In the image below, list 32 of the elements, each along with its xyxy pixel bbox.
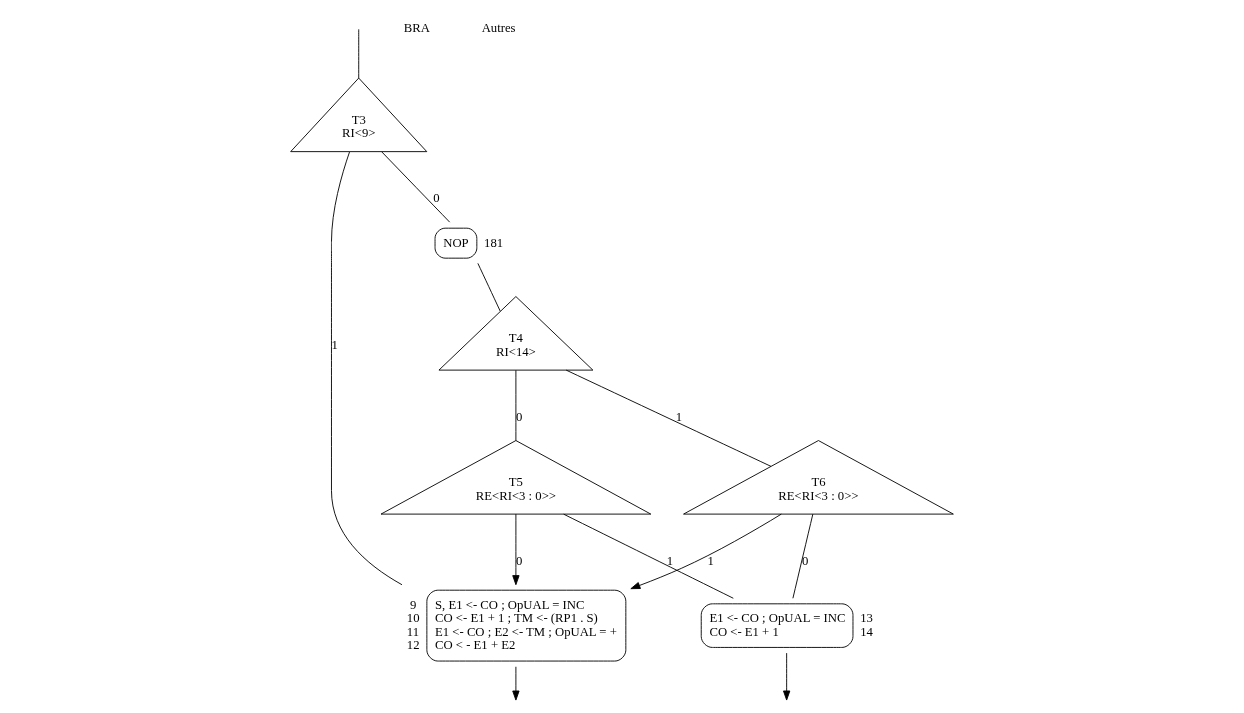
node-label: 11	[406, 624, 420, 639]
arrow	[512, 513, 520, 586]
node-box: E1 <- CO ; OpUAL = INC CO <- E1 + 1	[700, 603, 854, 648]
connector	[792, 513, 814, 599]
node-label: 12	[406, 638, 420, 653]
label: BRA	[403, 20, 430, 35]
connector	[331, 151, 403, 586]
arrow	[512, 666, 520, 701]
node-label: 14	[860, 624, 873, 639]
node-label: 13	[860, 611, 873, 626]
connector	[381, 151, 451, 223]
node-box: S, E1 <- CO ; OpUAL = INC CO <- E1 + 1 ; TM <- (RP1 . S) E1 <- CO ; E2 <- TM ; OpUAL = + CO < - E1 + E2	[426, 589, 627, 662]
connector	[563, 513, 734, 599]
node-label: 9	[410, 597, 417, 612]
edge-label: 1	[707, 553, 714, 568]
arrow	[783, 652, 791, 701]
connector	[565, 369, 772, 467]
edge-label: 0	[515, 409, 523, 424]
edge-label: 0	[802, 553, 809, 568]
edge-label: 1	[666, 553, 674, 568]
node-box: NOP	[434, 227, 478, 259]
edge-label: 0	[433, 191, 440, 206]
edge-label: 1	[331, 337, 338, 352]
connector	[358, 28, 360, 79]
arrow	[630, 513, 782, 590]
edge-label: 0	[515, 553, 523, 568]
connector	[515, 369, 517, 442]
connector	[477, 262, 501, 312]
node-label: 181	[484, 235, 504, 250]
node-label: 10	[406, 611, 420, 626]
edge-label: 1	[675, 409, 683, 424]
label: Autres	[481, 20, 516, 35]
